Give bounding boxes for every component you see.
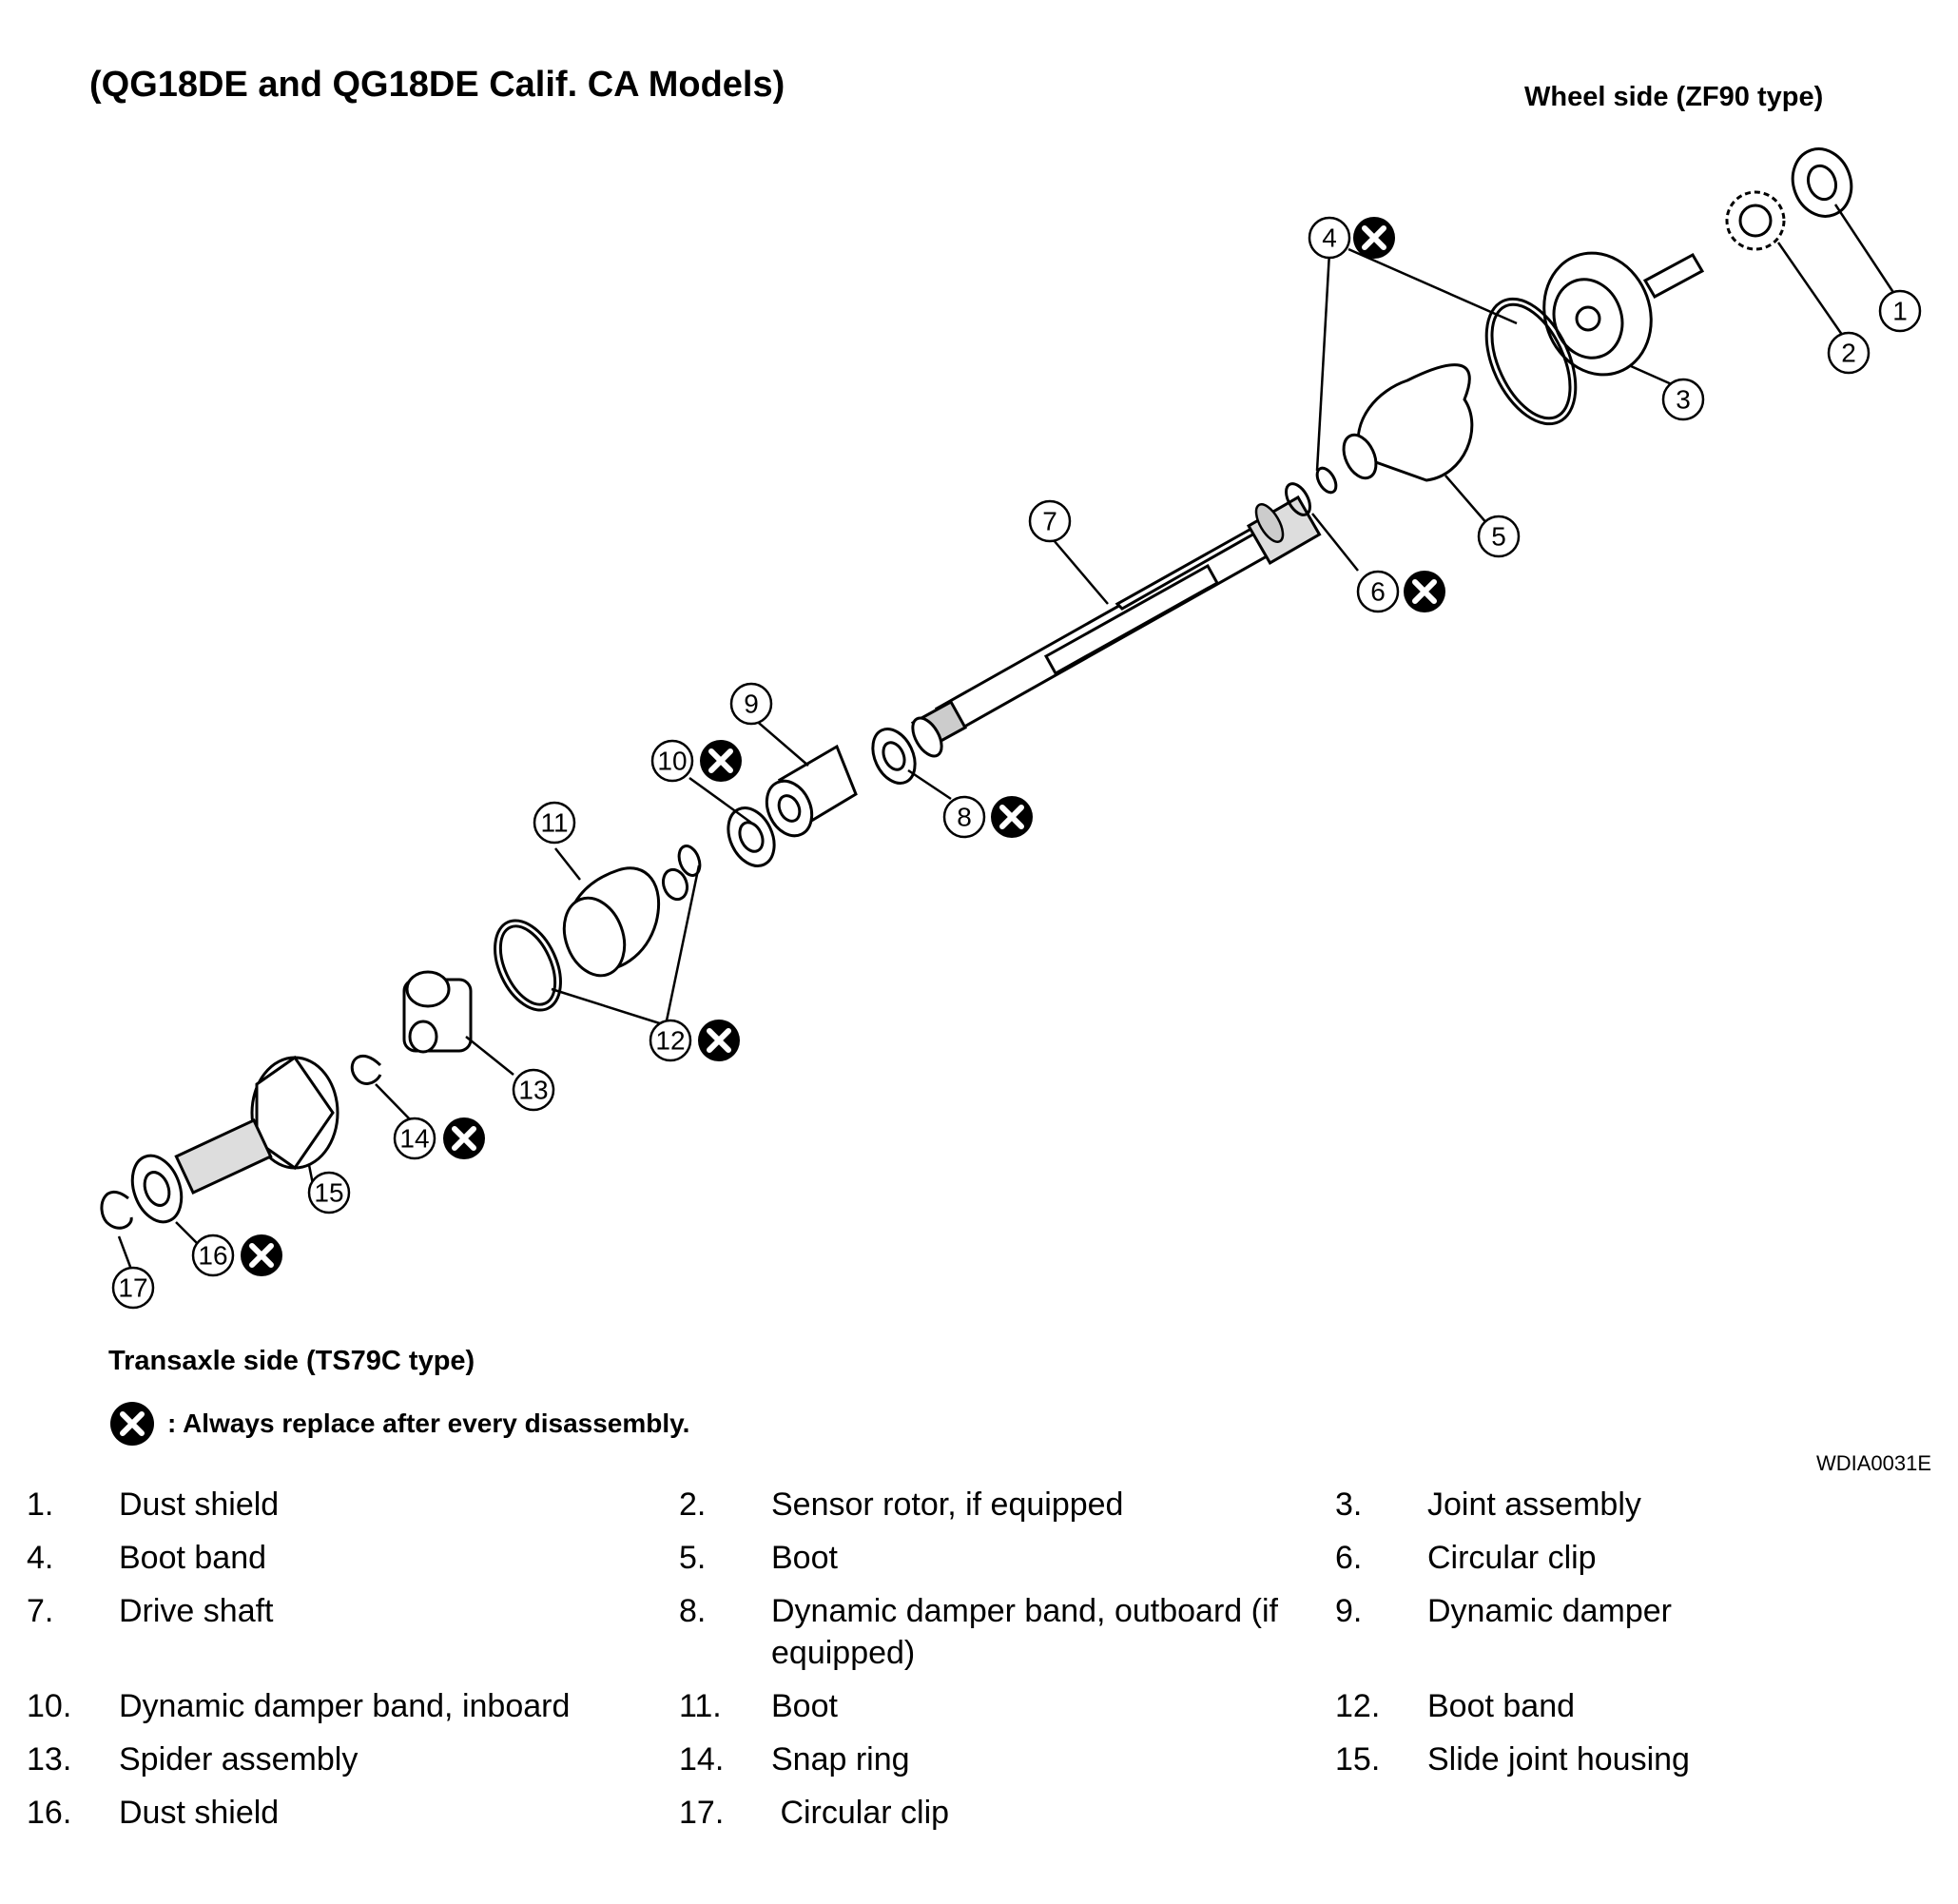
parts-row: 7.Drive shaft 8.Dynamic damper band, out… — [27, 1590, 1929, 1674]
replace-x-icon — [991, 796, 1033, 838]
parts-row: 13.Spider assembly 14.Snap ring 15.Slide… — [27, 1739, 1929, 1780]
replace-x-icon — [110, 1402, 154, 1446]
dust-shield-inner-part — [130, 1154, 184, 1224]
callout-11: 11 — [533, 801, 576, 845]
boot-band-outer-part — [1484, 297, 1578, 426]
damper-band-inboard-part — [727, 806, 776, 867]
replace-x-icon — [700, 740, 742, 782]
leader-lines — [117, 204, 1902, 1275]
svg-text:11: 11 — [540, 808, 568, 838]
reference-code: WDIA0031E — [1815, 1451, 1931, 1475]
parts-item: 13.Spider assembly — [27, 1741, 359, 1778]
dust-shield-outer-part — [1791, 147, 1853, 218]
parts-item: 12.Boot band — [1335, 1688, 1576, 1724]
boot-band-inner-part — [494, 919, 562, 1012]
svg-text:1: 1 — [1892, 297, 1908, 326]
parts-row: 1.Dust shield 2.Sensor rotor, if equippe… — [27, 1484, 1929, 1525]
callout-13: 13 — [512, 1068, 555, 1112]
sensor-rotor-part — [1725, 190, 1786, 251]
parts-row: 10.Dynamic damper band, inboard 11.Boot … — [27, 1685, 1929, 1727]
slide-joint-housing-part — [174, 1055, 339, 1195]
boot-inner-part — [562, 866, 689, 978]
svg-text:6: 6 — [1370, 577, 1386, 607]
svg-text:5: 5 — [1491, 522, 1506, 552]
parts-item: 16.Dust shield — [27, 1795, 280, 1831]
parts-item: 9.Dynamic damper — [1335, 1593, 1672, 1629]
callout-10: 10 — [650, 739, 694, 783]
svg-text:12: 12 — [655, 1026, 685, 1056]
parts-item: 8.Dynamic damper band, outboard (if equi… — [679, 1593, 1278, 1671]
parts-list: 1.Dust shield 2.Sensor rotor, if equippe… — [27, 1484, 1929, 1845]
drive-shaft-part — [910, 495, 1322, 758]
snap-ring-part — [350, 1054, 382, 1085]
diagram-title: (QG18DE and QG18DE Calif. CA Models) — [89, 65, 785, 105]
parts-item: 1.Dust shield — [27, 1486, 280, 1523]
parts-row: 16.Dust shield 17. Circular clip — [27, 1792, 1929, 1834]
callout-2: 2 — [1827, 331, 1871, 375]
svg-text:10: 10 — [657, 747, 687, 776]
callout-15: 15 — [307, 1171, 351, 1214]
parts-item: 14.Snap ring — [679, 1741, 910, 1778]
replace-x-icon — [698, 1020, 740, 1061]
parts-item: 10.Dynamic damper band, inboard — [27, 1688, 571, 1724]
replace-x-icon — [1404, 571, 1445, 612]
callout-7: 7 — [1028, 499, 1072, 543]
circular-clip-outer-part — [1285, 466, 1338, 516]
small-band-inner-part — [677, 845, 702, 877]
joint-assembly-part — [1542, 251, 1705, 377]
callout-1: 1 — [1878, 289, 1922, 333]
dynamic-damper-part — [765, 744, 858, 838]
parts-item — [1335, 1792, 1925, 1834]
parts-item: 5.Boot — [679, 1540, 838, 1576]
callout-4: 4 — [1308, 216, 1351, 260]
legend-text: : Always replace after every disassembly… — [167, 1409, 690, 1438]
drive-shaft-exploded-diagram: 1 2 3 4 5 6 7 8 9 10 11 12 13 14 15 16 1… — [100, 147, 1922, 1310]
callout-14: 14 — [393, 1117, 436, 1160]
callout-17: 17 — [111, 1266, 155, 1310]
svg-text:2: 2 — [1841, 339, 1856, 368]
callout-5: 5 — [1477, 515, 1521, 558]
circular-clip-inner-part — [100, 1190, 133, 1230]
parts-item: 2.Sensor rotor, if equipped — [679, 1486, 1124, 1523]
svg-text:14: 14 — [399, 1124, 429, 1154]
svg-text:13: 13 — [518, 1076, 548, 1105]
svg-text:3: 3 — [1676, 385, 1691, 415]
spider-assembly-part — [402, 970, 473, 1054]
wheel-side-label: Wheel side (ZF90 type) — [1524, 82, 1824, 112]
replace-x-icon — [241, 1234, 282, 1276]
callout-12: 12 — [649, 1019, 692, 1062]
svg-text:16: 16 — [198, 1241, 227, 1271]
parts-item: 6.Circular clip — [1335, 1540, 1597, 1576]
parts-item: 17. Circular clip — [679, 1795, 950, 1831]
replace-x-icon — [1353, 217, 1395, 259]
damper-band-outboard-part — [871, 728, 917, 785]
svg-text:15: 15 — [314, 1178, 343, 1208]
replace-x-icon — [443, 1117, 485, 1159]
callout-6: 6 — [1356, 570, 1400, 613]
parts-row: 4.Boot band 5.Boot 6.Circular clip — [27, 1537, 1929, 1579]
svg-text:9: 9 — [744, 690, 759, 719]
parts-item: 11.Boot — [679, 1688, 838, 1724]
callout-16: 16 — [191, 1234, 235, 1277]
parts-item: 3.Joint assembly — [1335, 1486, 1641, 1523]
transaxle-side-label: Transaxle side (TS79C type) — [108, 1346, 475, 1376]
legend: : Always replace after every disassembly… — [108, 1400, 689, 1447]
parts-item: 15.Slide joint housing — [1335, 1741, 1690, 1778]
parts-item: 7.Drive shaft — [27, 1593, 274, 1629]
callout-9: 9 — [729, 682, 773, 726]
parts-item: 4.Boot band — [27, 1540, 267, 1576]
boot-outer-part — [1342, 363, 1474, 482]
svg-text:8: 8 — [957, 803, 972, 832]
shaft-splines-outer — [1254, 503, 1285, 543]
svg-text:4: 4 — [1322, 223, 1337, 253]
callout-3: 3 — [1661, 378, 1705, 421]
svg-text:17: 17 — [118, 1273, 147, 1303]
callout-8: 8 — [942, 795, 986, 839]
svg-text:7: 7 — [1042, 507, 1057, 536]
